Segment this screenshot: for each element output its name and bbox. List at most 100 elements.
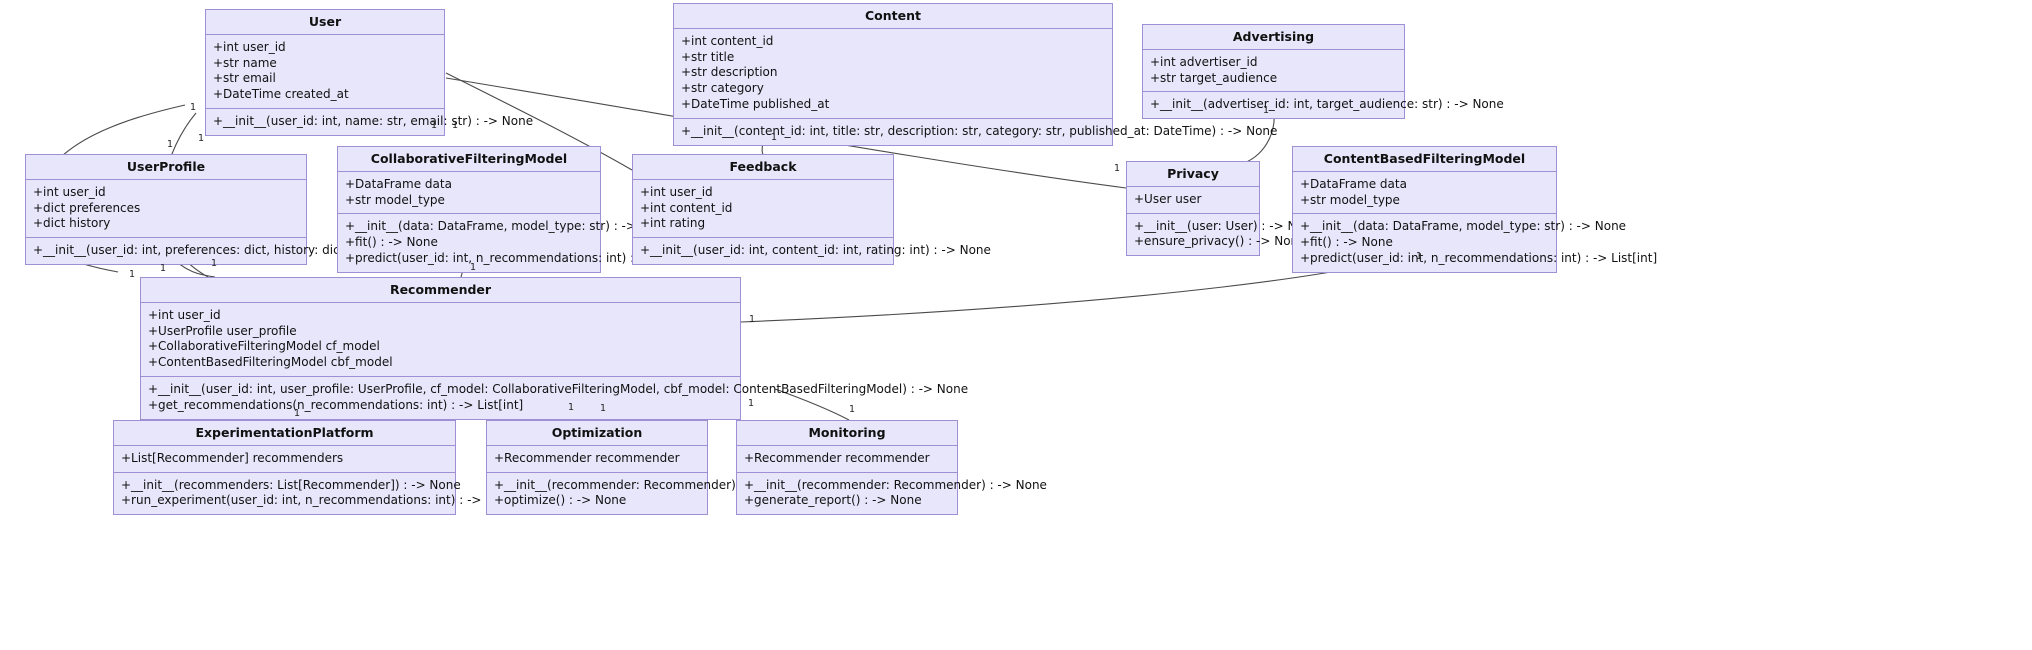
class-attributes-content: +int content_id+str title+str descriptio…	[674, 29, 1112, 119]
method-row: +__init__(advertiser_id: int, target_aud…	[1150, 97, 1504, 112]
class-methods-optimization: +__init__(recommender: Recommender) : ->…	[487, 473, 797, 515]
class-methods-content: +__init__(content_id: int, title: str, d…	[674, 119, 1278, 145]
class-title-cbfmodel: ContentBasedFilteringModel	[1293, 147, 1556, 172]
attribute-row: +User user	[1134, 191, 1202, 206]
class-methods-privacy: +__init__(user: User) : -> None+ensure_p…	[1127, 214, 1319, 256]
class-title-recommender: Recommender	[141, 278, 740, 303]
class-attributes-cfmodel: +DataFrame data+str model_type	[338, 172, 600, 215]
class-title-cfmodel: CollaborativeFilteringModel	[338, 147, 600, 172]
class-methods-user: +__init__(user_id: int, name: str, email…	[206, 109, 533, 135]
uml-class-monitoring[interactable]: Monitoring +Recommender recommender +__ini…	[736, 420, 1047, 516]
multiplicity-label: 1	[1263, 105, 1270, 116]
class-title-optimization: Optimization	[487, 421, 707, 446]
multiplicity-label: 1	[748, 398, 755, 409]
uml-class-content[interactable]: Content+int content_id+str title+str des…	[673, 3, 1278, 146]
method-row: +__init__(content_id: int, title: str, d…	[681, 123, 1278, 138]
class-attributes-user: +int user_id+str name+str email+DateTime…	[206, 35, 444, 110]
class-attributes-recommender: +int user_id+UserProfile user_profile+Co…	[141, 303, 740, 378]
uml-class-optimization[interactable]: Optimization +Recommender recommender +__i…	[486, 420, 797, 516]
uml-class-userprofile[interactable]: UserProfile+int user_id+dict preferences…	[25, 154, 411, 266]
attribute-row: +ContentBasedFilteringModel cbf_model	[148, 355, 393, 370]
class-title-advertising: Advertising	[1143, 25, 1404, 50]
attribute-row: +DateTime created_at	[213, 87, 349, 102]
method-row: +__init__(user_id: int, preferences: dic…	[33, 243, 411, 258]
method-row: +__init__(user_id: int, content_id: int,…	[640, 243, 991, 258]
method-row: +__init__(data: DataFrame, model_type: s…	[345, 219, 672, 234]
class-title-experimentation: ExperimentationPlatform	[114, 421, 455, 446]
multiplicity-label: 1	[190, 102, 197, 113]
class-methods-advertising: +__init__(advertiser_id: int, target_aud…	[1143, 92, 1504, 118]
class-attributes-experimentation: +List[Recommender] recommenders	[114, 446, 455, 473]
attribute-row: +str target_audience	[1150, 70, 1278, 85]
class-methods-experimentation: +__init__(recommenders: List[Recommender…	[114, 473, 589, 515]
method-row: +__init__(recommender: Recommender) : ->…	[494, 477, 797, 492]
multiplicity-label: 1	[568, 402, 575, 413]
multiplicity-label: 1	[1416, 251, 1423, 262]
method-row: +fit() : -> None	[345, 235, 438, 250]
method-row: +__init__(recommenders: List[Recommender…	[121, 477, 461, 492]
method-row: +optimize() : -> None	[494, 493, 627, 508]
attribute-row: +int content_id	[640, 200, 733, 215]
uml-class-cfmodel[interactable]: CollaborativeFilteringModel+DataFrame da…	[337, 146, 703, 273]
attribute-row: +str name	[213, 55, 277, 70]
attribute-row: +Recommender recommender	[744, 450, 930, 465]
attribute-row: +DateTime published_at	[681, 97, 830, 112]
attribute-row: +DataFrame data	[1300, 176, 1407, 191]
class-title-monitoring: Monitoring	[737, 421, 957, 446]
attribute-row: +CollaborativeFilteringModel cf_model	[148, 339, 380, 354]
attribute-row: +str model_type	[1300, 192, 1400, 207]
attribute-row: +int rating	[640, 216, 706, 231]
class-methods-monitoring: +__init__(recommender: Recommender) : ->…	[737, 473, 1047, 515]
class-title-userprofile: UserProfile	[26, 155, 306, 180]
uml-class-user[interactable]: User+int user_id+str name+str email+Date…	[205, 9, 533, 136]
class-attributes-cbfmodel: +DataFrame data+str model_type	[1293, 172, 1556, 215]
attribute-row: +List[Recommender] recommenders	[121, 450, 344, 465]
uml-class-recommender[interactable]: Recommender+int user_id+UserProfile user…	[140, 277, 968, 420]
uml-class-advertising[interactable]: Advertising+int advertiser_id+str target…	[1142, 24, 1504, 120]
uml-class-cbfmodel[interactable]: ContentBasedFilteringModel+DataFrame dat…	[1292, 146, 1658, 273]
attribute-row: +str category	[681, 81, 764, 96]
multiplicity-label: 1	[211, 258, 218, 269]
multiplicity-label: 1	[129, 269, 136, 280]
class-methods-cbfmodel: +__init__(data: DataFrame, model_type: s…	[1293, 214, 1658, 271]
class-title-feedback: Feedback	[633, 155, 893, 180]
attribute-row: +UserProfile user_profile	[148, 323, 297, 338]
attribute-row: +int user_id	[148, 307, 221, 322]
class-attributes-privacy: +User user	[1127, 187, 1259, 214]
multiplicity-label: 1	[771, 132, 778, 143]
attribute-row: +DataFrame data	[345, 176, 452, 191]
class-attributes-advertising: +int advertiser_id+str target_audience	[1143, 50, 1404, 93]
attribute-row: +int user_id	[213, 39, 286, 54]
class-attributes-userprofile: +int user_id+dict preferences+dict histo…	[26, 180, 306, 239]
method-row: +get_recommendations(n_recommendations: …	[148, 397, 524, 412]
multiplicity-label: 1	[470, 262, 477, 273]
method-row: +predict(user_id: int, n_recommendations…	[345, 251, 703, 266]
uml-class-privacy[interactable]: Privacy+User user+__init__(user: User) :…	[1126, 161, 1319, 257]
class-methods-cfmodel: +__init__(data: DataFrame, model_type: s…	[338, 214, 703, 271]
class-title-user: User	[206, 10, 444, 35]
attribute-row: +dict history	[33, 216, 111, 231]
class-methods-recommender: +__init__(user_id: int, user_profile: Us…	[141, 377, 968, 419]
method-row: +__init__(user: User) : -> None	[1134, 218, 1319, 233]
class-attributes-optimization: +Recommender recommender	[487, 446, 707, 473]
attribute-row: +int content_id	[681, 33, 774, 48]
attribute-row: +Recommender recommender	[494, 450, 680, 465]
multiplicity-label: 1	[849, 404, 856, 415]
method-row: +run_experiment(user_id: int, n_recommen…	[121, 493, 589, 508]
multiplicity-label: 1	[167, 139, 174, 150]
attribute-row: +str title	[681, 49, 735, 64]
class-attributes-monitoring: +Recommender recommender	[737, 446, 957, 473]
method-row: +predict(user_id: int, n_recommendations…	[1300, 251, 1658, 266]
attribute-row: +dict preferences	[33, 200, 141, 215]
attribute-row: +int user_id	[640, 184, 713, 199]
multiplicity-label: 1	[600, 403, 607, 414]
attribute-row: +int user_id	[33, 184, 106, 199]
method-row: +ensure_privacy() : -> None	[1134, 234, 1306, 249]
method-row: +generate_report() : -> None	[744, 493, 922, 508]
method-row: +__init__(recommender: Recommender) : ->…	[744, 477, 1047, 492]
uml-class-feedback[interactable]: Feedback +int user_id+int content_id+int …	[632, 154, 991, 266]
multiplicity-label: 1	[294, 408, 301, 419]
attribute-row: +int advertiser_id	[1150, 54, 1258, 69]
uml-class-experimentation[interactable]: ExperimentationPlatform +List[Recommender…	[113, 420, 589, 516]
